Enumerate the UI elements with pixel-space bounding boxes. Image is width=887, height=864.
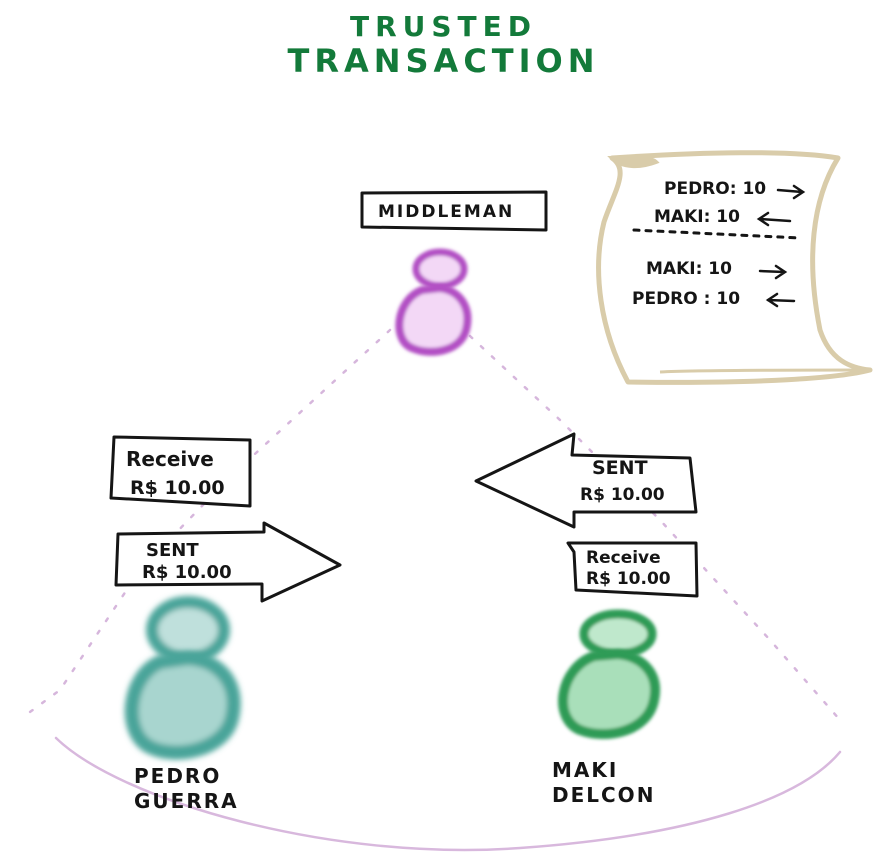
left-arrow-icon (756, 211, 792, 227)
ledger-entry-4: PEDRO : 10 (632, 289, 740, 309)
maki-last-name: DELCON (552, 783, 656, 807)
diagram-title-line-2: Transaction (287, 42, 600, 80)
pedro-person-icon (124, 596, 241, 760)
maki-receive-box: Receive R$ 10.00 (566, 541, 699, 598)
maki-receive-amount: R$ 10.00 (586, 569, 671, 589)
maki-first-name: MAKI (552, 758, 619, 782)
right-arrow-icon (758, 264, 788, 280)
maki-person-icon (558, 609, 661, 740)
right-arrow-icon (776, 184, 806, 200)
ledger-divider (632, 228, 802, 240)
maki-sent-amount: R$ 10.00 (580, 485, 665, 505)
maki-name: MAKI DELCON (552, 758, 655, 808)
pedro-first-name: PEDRO (134, 764, 222, 788)
middleman-person-icon (395, 248, 472, 356)
diagram-title-line-1: Trusted (349, 10, 538, 43)
pedro-name: PEDRO GUERRA (134, 764, 239, 814)
ledger-scroll: PEDRO: 10 MAKI: 10 MAKI: 10 PEDRO : 10 (596, 150, 873, 385)
pedro-last-name: GUERRA (134, 789, 239, 813)
pedro-receive-box: Receive R$ 10.00 (109, 435, 252, 508)
ground-arc (54, 736, 842, 852)
pedro-sent-arrow: SENT R$ 10.00 (114, 521, 342, 603)
maki-sent-label: SENT (592, 457, 648, 479)
left-arrow-icon (765, 292, 796, 308)
pedro-receive-amount: R$ 10.00 (130, 477, 225, 499)
ledger-entry-3: MAKI: 10 (646, 259, 732, 279)
maki-receive-label: Receive (586, 548, 661, 568)
middleman-to-maki-line (468, 334, 842, 722)
pedro-receive-label: Receive (126, 447, 214, 471)
middleman-label: MIDDLEMAN (378, 202, 514, 222)
ledger-curl (607, 155, 660, 169)
ledger-bottom-curl (659, 368, 871, 374)
pedro-sent-amount: R$ 10.00 (142, 562, 232, 583)
pedro-sent-label: SENT (146, 540, 199, 561)
ledger-entry-2: MAKI: 10 (654, 207, 740, 227)
ledger-entry-1: PEDRO: 10 (664, 179, 766, 199)
maki-sent-arrow: SENT R$ 10.00 (474, 432, 698, 529)
middleman-label-box: MIDDLEMAN (360, 190, 548, 232)
